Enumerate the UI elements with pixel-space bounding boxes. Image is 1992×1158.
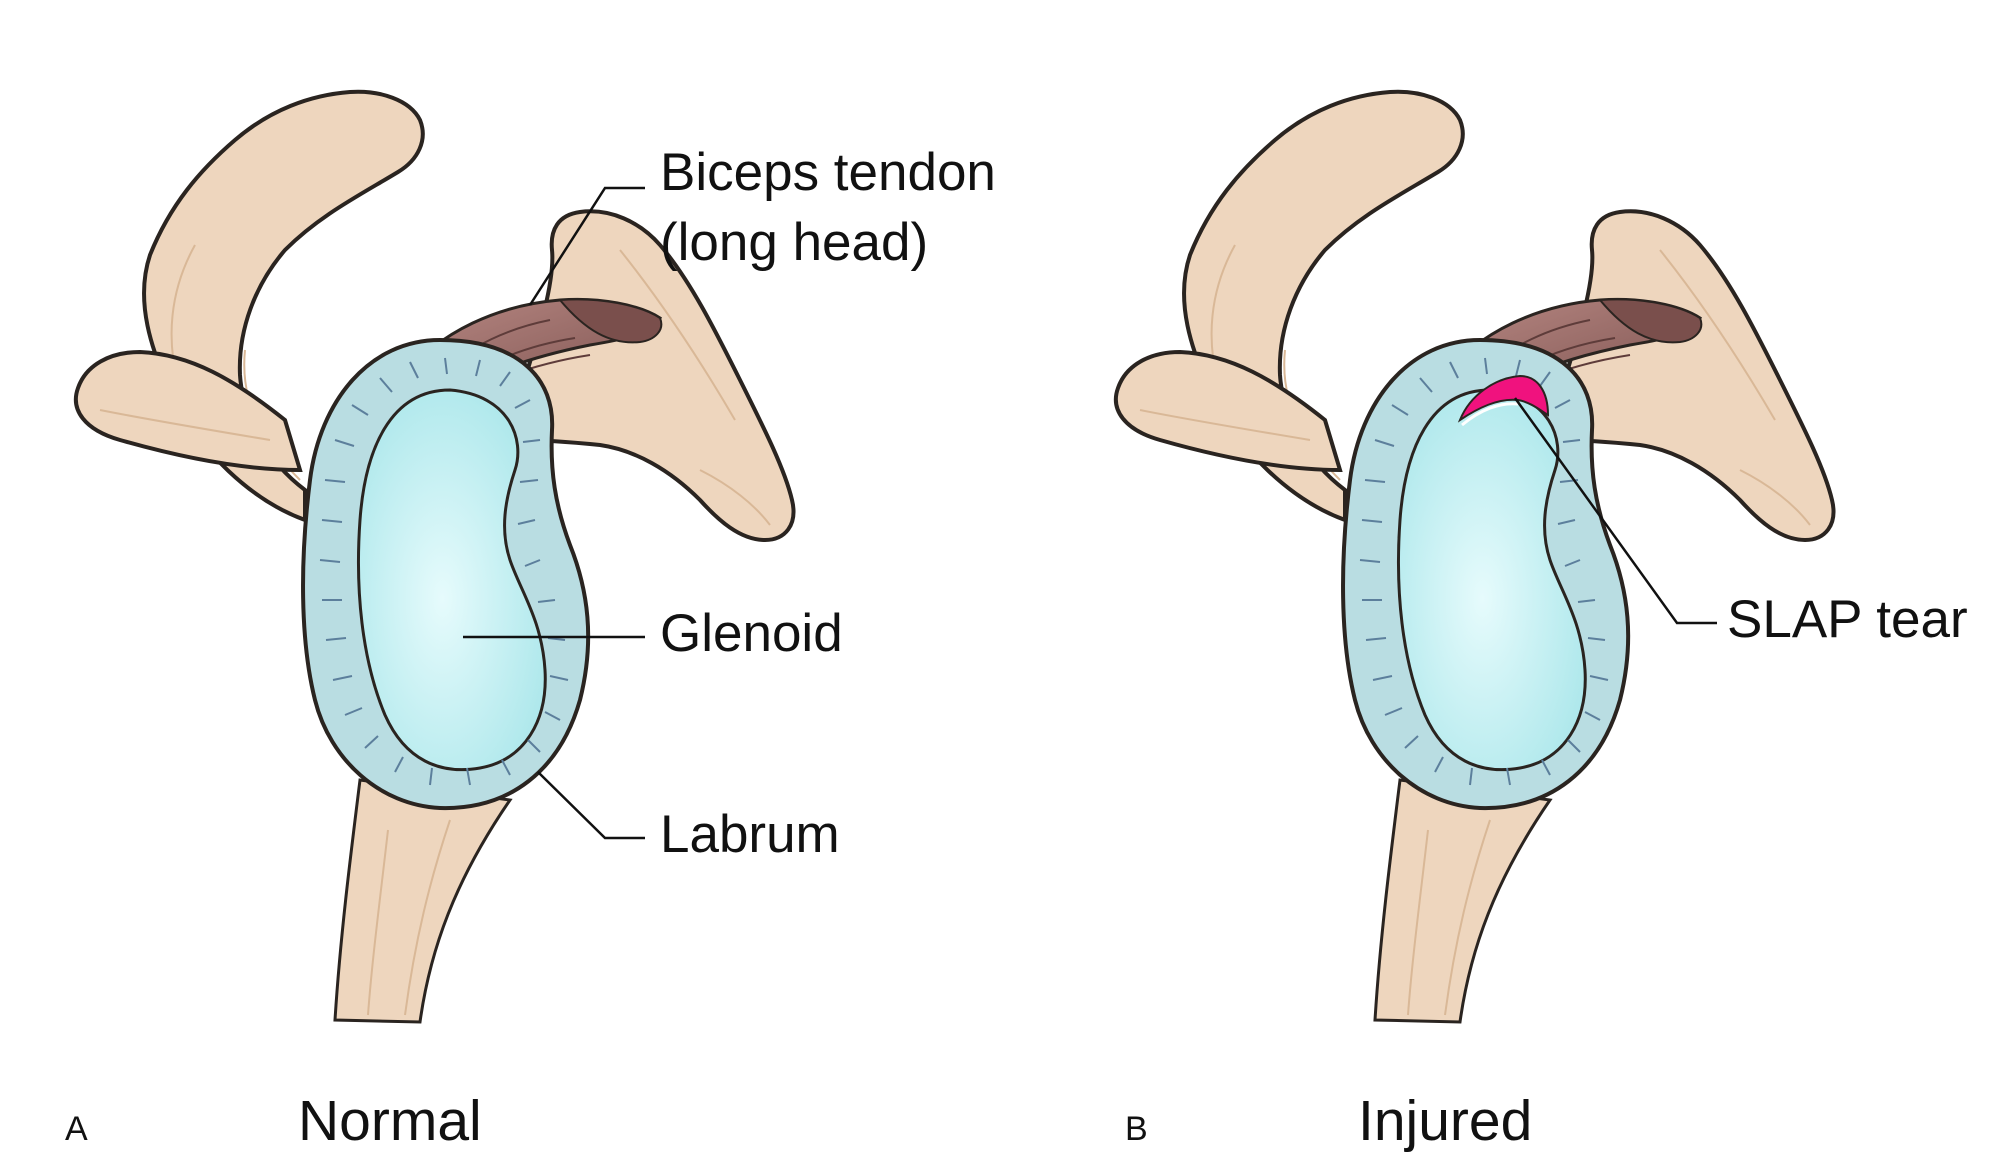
label-glenoid: Glenoid xyxy=(660,604,843,663)
panel-normal: Biceps tendon (long head) Glenoid Labrum… xyxy=(65,89,996,1153)
label-slap-tear: SLAP tear xyxy=(1727,590,1968,649)
caption-injured: Injured xyxy=(1358,1089,1532,1153)
label-biceps-line2: (long head) xyxy=(660,213,928,272)
leader-labrum xyxy=(537,771,645,840)
panel-letter-a: A xyxy=(65,1110,88,1148)
caption-normal: Normal xyxy=(298,1089,482,1153)
slap-tear-highlight xyxy=(1457,374,1550,423)
label-labrum: Labrum xyxy=(660,805,840,864)
panel-injured: SLAP tear B Injured xyxy=(1113,89,1968,1153)
leader-slap-tear xyxy=(1513,397,1717,625)
scapula-injured xyxy=(1113,89,1836,1024)
panel-letter-b: B xyxy=(1125,1110,1148,1148)
label-biceps-line1: Biceps tendon xyxy=(660,143,996,202)
leader-biceps xyxy=(528,186,645,306)
